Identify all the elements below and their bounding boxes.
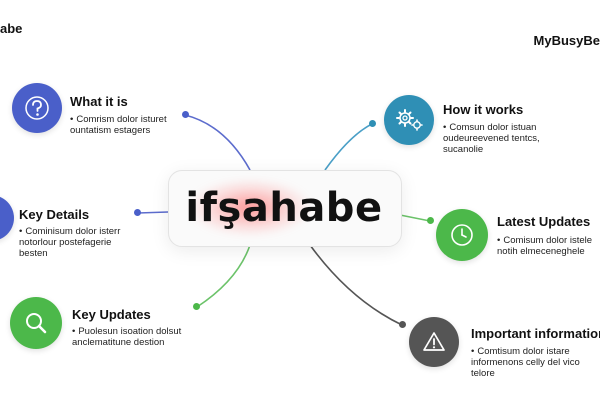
connector-how-it-works <box>324 123 373 171</box>
latest-updates-line1: Comisum dolor istele <box>503 235 593 246</box>
how-it-works-line1: Comsun dolor istuan <box>449 122 537 133</box>
connector-dot-how-it-works <box>369 120 376 127</box>
connector-key-details <box>137 211 169 214</box>
key-details-desc: •Cominisum dolor isterr notorlour postef… <box>19 226 120 259</box>
key-updates-title: Key Updates <box>72 307 151 322</box>
connector-dot-latest-updates <box>427 217 434 224</box>
how-it-works-title: How it works <box>443 102 524 117</box>
bullet: • <box>19 226 23 237</box>
connector-dot-important-info <box>399 321 406 328</box>
key-details-line2: notorlour postefagerie <box>19 237 112 248</box>
header-right-label: MyBusyBe <box>533 33 600 48</box>
how-it-works-line2: oudeureevened tentcs, <box>443 133 540 144</box>
connector-dot-what-it-is <box>182 111 189 118</box>
key-details-line1: Cominisum dolor isterr <box>25 226 121 237</box>
bullet: • <box>70 114 74 125</box>
center-glow <box>190 180 310 235</box>
important-info-line3: telore <box>471 368 495 379</box>
key-updates-desc: •Puolesun isoation dolsut anclematitune … <box>72 326 181 348</box>
key-details-line3: besten <box>19 248 48 259</box>
important-info-line2: informenons celly del vico <box>471 357 580 368</box>
bullet: • <box>497 235 501 246</box>
what-it-is-line2: ountatism estagers <box>70 125 151 136</box>
connector-what-it-is <box>184 114 251 171</box>
how-it-works-line3: sucanolie <box>443 144 484 155</box>
connector-dot-key-updates <box>193 303 200 310</box>
bullet: • <box>443 122 447 133</box>
bullet: • <box>471 346 475 357</box>
magnifier-icon <box>10 297 62 349</box>
question-icon <box>12 83 62 133</box>
how-it-works-desc: •Comsun dolor istuan oudeureevened tentc… <box>443 122 540 155</box>
details-icon <box>0 195 14 241</box>
latest-updates-line2: notih elmeceneghele <box>497 246 585 257</box>
latest-updates-title: Latest Updates <box>497 214 591 229</box>
key-updates-line2: anclematitune destion <box>72 337 165 348</box>
key-updates-line1: Puolesun isoation dolsut <box>78 326 182 337</box>
connector-latest-updates <box>399 214 431 222</box>
connector-key-updates <box>196 244 251 308</box>
key-details-title: Key Details <box>19 207 90 222</box>
what-it-is-title: What it is <box>70 94 128 109</box>
connector-dot-key-details <box>134 209 141 216</box>
header-left-label: abe <box>0 21 23 36</box>
latest-updates-desc: •Comisum dolor istele notih elmeceneghel… <box>497 235 592 257</box>
warning-icon <box>409 317 459 367</box>
important-info-line1: Comtisum dolor istare <box>477 346 570 357</box>
what-it-is-line1: Comrism dolor isturet <box>76 114 167 125</box>
important-info-desc: •Comtisum dolor istare informenons celly… <box>471 346 580 379</box>
clock-icon <box>436 209 488 261</box>
bullet: • <box>72 326 76 337</box>
what-it-is-desc: •Comrism dolor isturet ountatism estager… <box>70 114 167 136</box>
connector-important-info <box>309 244 403 326</box>
center-title: ifşahabe <box>185 184 383 231</box>
important-info-title: Important information <box>471 326 600 341</box>
gears-icon <box>384 95 434 145</box>
